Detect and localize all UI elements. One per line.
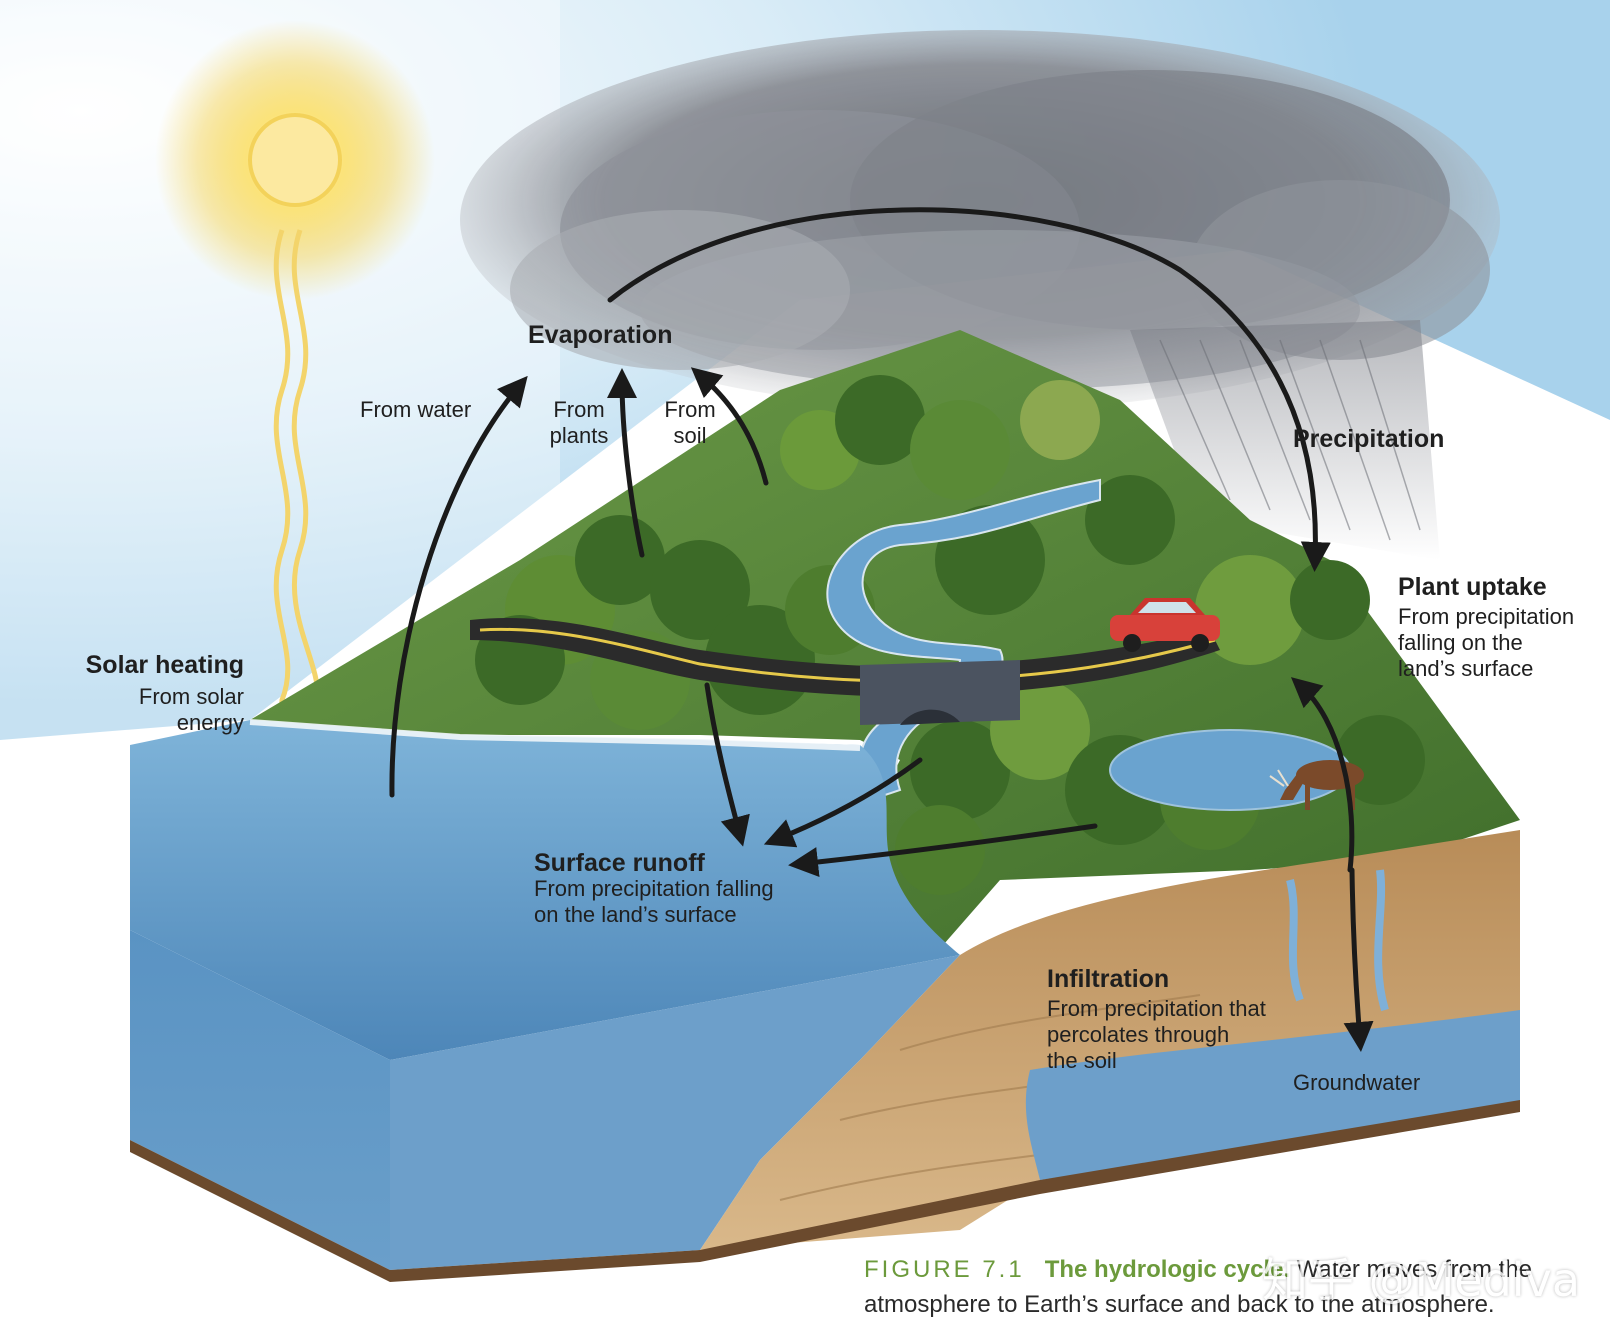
evaporation-from-plants-arrow — [607, 368, 645, 558]
label-from-soil: From soil — [664, 397, 716, 448]
label-surface-runoff-sub: From precipitation falling on the land’s… — [534, 876, 774, 927]
label-groundwater: Groundwater — [1293, 1070, 1421, 1095]
lake-side-face — [390, 955, 960, 1270]
infiltration-channels — [1286, 869, 1389, 1012]
red-car — [1110, 598, 1220, 652]
label-infiltration: Infiltration — [1047, 965, 1170, 993]
label-infiltration-sub: From precipitation that percolates throu… — [1047, 996, 1266, 1073]
figure-number: FIGURE 7.1 — [864, 1256, 1025, 1283]
process-arrows — [389, 207, 1374, 1052]
soil-cross-section — [700, 830, 1520, 1250]
label-surface-runoff: Surface runoff — [534, 849, 705, 877]
label-solar-heating-sub: From solar energy — [138, 684, 244, 735]
precipitation-arrow — [607, 207, 1331, 572]
groundwater — [1025, 1010, 1520, 1180]
evaporation-from-soil-arrow — [690, 367, 769, 486]
label-plant-uptake-sub: From precipitation falling on the land’s… — [1398, 604, 1575, 681]
groundwater-arrow — [1343, 867, 1374, 1052]
figure-title: The hydrologic cycle. — [1044, 1256, 1291, 1283]
label-plant-uptake: Plant uptake — [1398, 573, 1547, 601]
sun-ray-right — [291, 229, 329, 769]
bridge — [860, 660, 1020, 725]
label-from-water: From water — [360, 397, 472, 422]
label-from-plants: From plants — [549, 397, 609, 448]
watermark: 知乎 @Mediva — [1262, 1253, 1581, 1307]
rain-streaks — [1159, 339, 1421, 541]
evaporation-from-water-arrow — [389, 375, 528, 798]
figure-caption-text: Water moves from the atmosphere to Earth… — [864, 1256, 1532, 1318]
runoff-arrow-3 — [788, 823, 1098, 877]
label-evaporation: Evaporation — [528, 321, 673, 349]
lake-surface — [130, 720, 960, 1060]
label-solar-heating: Solar heating — [85, 651, 244, 679]
runoff-arrow-1 — [704, 682, 750, 847]
lake-front-face — [130, 930, 390, 1270]
label-precipitation: Precipitation — [1293, 425, 1445, 453]
figure-caption: FIGURE 7.1 The hydrologic cycle. Water m… — [864, 1252, 1584, 1322]
plant-uptake-arrow — [1290, 677, 1355, 873]
sun — [248, 113, 342, 207]
runoff-arrow-2 — [763, 757, 923, 848]
storm-cloud — [460, 30, 1500, 410]
road — [470, 617, 1220, 697]
sun-ray-left — [273, 229, 291, 761]
